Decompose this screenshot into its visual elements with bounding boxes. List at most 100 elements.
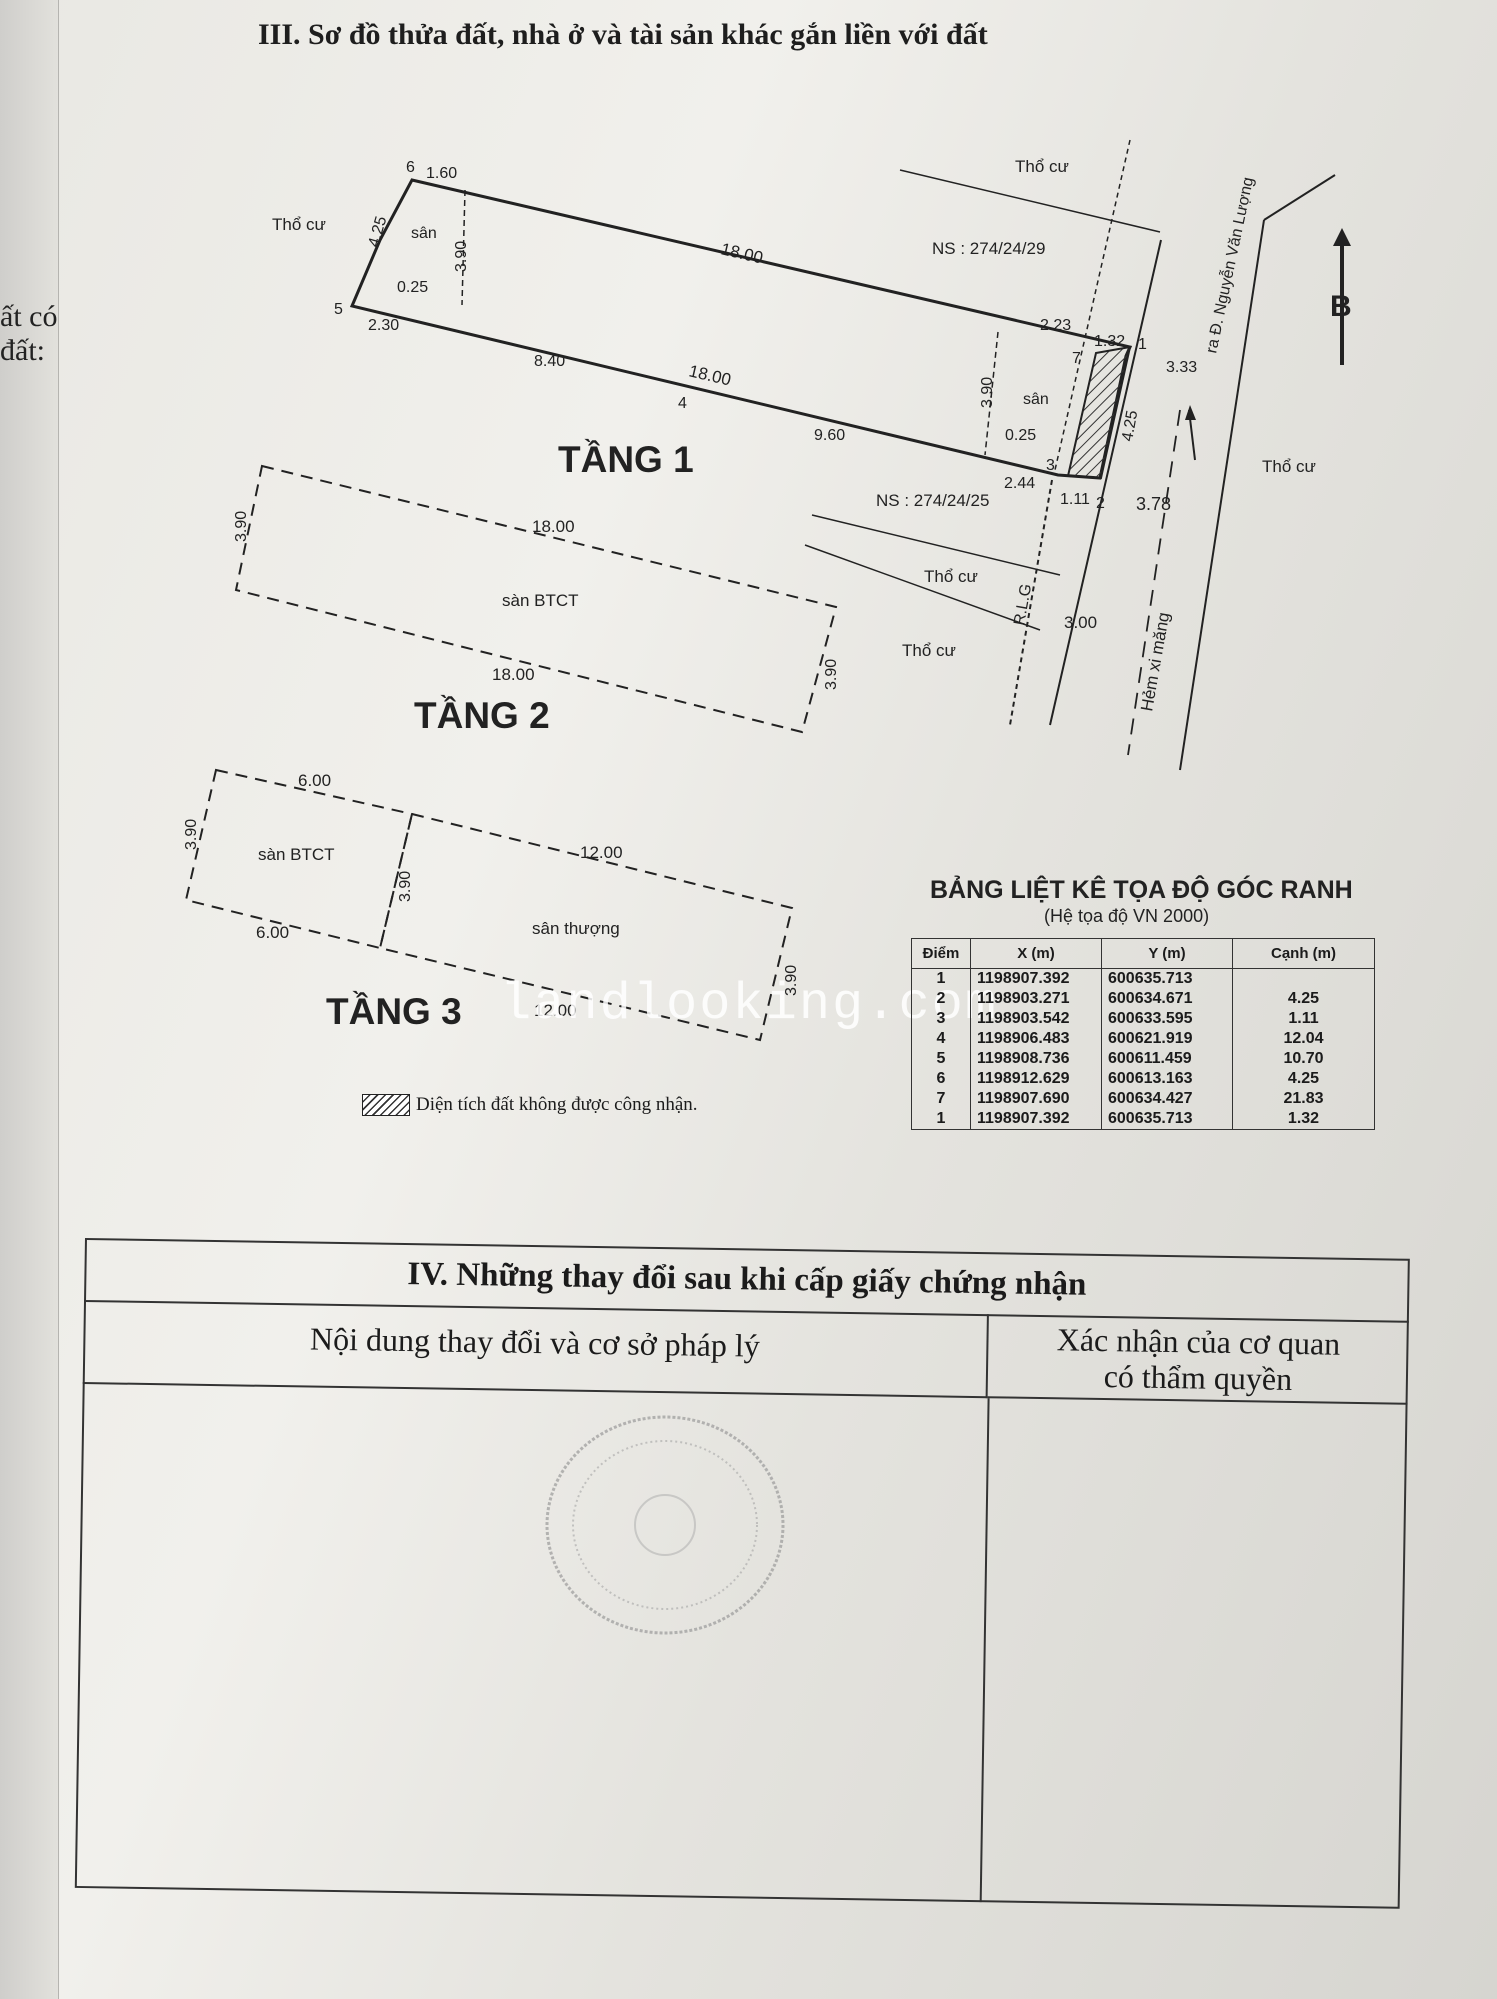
cell-y: 600634.427 xyxy=(1101,1089,1233,1109)
cell-x: 1198907.392 xyxy=(970,1109,1102,1130)
cell-y: 600635.713 xyxy=(1101,968,1233,989)
rlg-label: R.L.G xyxy=(1011,583,1035,627)
section-4-col-content-header: Nội dung thay đổi và cơ sở pháp lý xyxy=(82,1299,989,1399)
cell-point: 1 xyxy=(911,968,971,989)
section-4-changes-table: IV. Những thay đổi sau khi cấp giấy chứn… xyxy=(74,1238,1410,1909)
dim-3-78: 3.78 xyxy=(1136,494,1171,514)
cell-y: 600611.459 xyxy=(1101,1049,1233,1069)
header-y: Y (m) xyxy=(1101,938,1233,969)
cell-x: 1198903.542 xyxy=(970,1009,1102,1029)
cell-point: 1 xyxy=(911,1109,971,1130)
adjacent-page-text-1: ất có xyxy=(0,300,58,333)
adjacent-page-text-2: đất: xyxy=(0,334,45,367)
authority-header-line-2: có thẩm quyền xyxy=(1103,1358,1293,1397)
cell-x: 1198903.271 xyxy=(970,989,1102,1009)
dim-3-90-f2-right: 3.90 xyxy=(823,659,840,690)
floor-3-terrace xyxy=(378,812,794,1042)
dim-2-23: 2.23 xyxy=(1040,317,1071,334)
dim-18-00-f2-top: 18.00 xyxy=(532,517,575,536)
san-btct-label-f2: sàn BTCT xyxy=(502,591,579,610)
floor-1-label: TẦNG 1 xyxy=(558,439,694,480)
tho-cu-label-bottom: Thổ cư xyxy=(902,641,956,660)
cell-x: 1198908.736 xyxy=(970,1049,1102,1069)
dim-4-25-right: 4.25 xyxy=(1119,409,1141,443)
alley-label: Hẻm xi măng xyxy=(1137,611,1173,713)
dim-0-25-right: 0.25 xyxy=(1005,427,1036,444)
point-2-label: 2 xyxy=(1096,495,1105,512)
dim-18-00-f2-bottom: 18.00 xyxy=(492,665,535,684)
coordinate-table-title: BẢNG LIỆT KÊ TỌA ĐỘ GÓC RANH xyxy=(930,876,1353,904)
floor-3-room xyxy=(184,768,414,950)
cell-y: 600621.919 xyxy=(1101,1029,1233,1049)
point-3-label: 3 xyxy=(1046,457,1055,474)
header-edge: Cạnh (m) xyxy=(1232,938,1375,969)
dim-9-60: 9.60 xyxy=(814,427,845,444)
north-label: B xyxy=(1330,290,1352,323)
cell-x: 1198912.629 xyxy=(970,1069,1102,1089)
cell-x: 1198906.483 xyxy=(970,1029,1102,1049)
tho-cu-label-top: Thổ cư xyxy=(1015,157,1069,176)
cell-y: 600634.671 xyxy=(1101,989,1233,1009)
unrecognized-area-hatch xyxy=(1066,345,1132,480)
floor-2-outline xyxy=(234,464,838,734)
dim-3-90-left: 3.90 xyxy=(453,241,470,272)
section-4-col-authority-header: Xác nhận của cơ quan có thẩm quyền xyxy=(987,1314,1409,1405)
official-seal-stamp xyxy=(545,1415,785,1635)
dim-3-33: 3.33 xyxy=(1166,359,1197,376)
dim-1-32: 1.32 xyxy=(1094,333,1125,350)
cell-edge: 4.25 xyxy=(1232,1069,1375,1089)
tho-cu-label-right: Thổ cư xyxy=(1262,457,1316,476)
cell-y: 600635.713 xyxy=(1101,1109,1233,1130)
dim-3-90-right: 3.90 xyxy=(979,377,996,408)
dim-12-00-f3-top: 12.00 xyxy=(580,843,623,862)
point-6-label: 6 xyxy=(406,159,415,176)
dim-2-44: 2.44 xyxy=(1004,475,1035,492)
table-header-row: Điểm X (m) Y (m) Cạnh (m) xyxy=(911,938,1375,969)
san-label-2: sân xyxy=(1023,391,1049,408)
ns-bottom-label: NS : 274/24/25 xyxy=(876,491,989,510)
cell-edge: 1.11 xyxy=(1232,1009,1375,1029)
dim-4-25-left: 4.25 xyxy=(366,214,391,249)
san-thuong-label: sân thượng xyxy=(532,919,620,938)
cell-x: 1198907.392 xyxy=(970,968,1102,989)
cell-edge: 10.70 xyxy=(1232,1049,1375,1069)
dim-3-90-f3-left: 3.90 xyxy=(183,819,200,850)
cell-point: 3 xyxy=(911,1009,971,1029)
cell-edge: 12.04 xyxy=(1232,1029,1375,1049)
dim-3-00: 3.00 xyxy=(1064,613,1097,632)
cell-x: 1198907.690 xyxy=(970,1089,1102,1109)
san-label-1: sân xyxy=(411,225,437,242)
dim-1-60: 1.60 xyxy=(426,165,457,182)
dim-6-00-f3-top: 6.00 xyxy=(298,771,331,790)
dim-3-90-f3-mid: 3.90 xyxy=(397,871,414,902)
floor-2-label: TẦNG 2 xyxy=(414,695,550,736)
dim-8-40: 8.40 xyxy=(534,353,565,370)
cell-y: 600613.163 xyxy=(1101,1069,1233,1089)
cell-edge xyxy=(1232,968,1375,989)
dim-3-90-f2-left: 3.90 xyxy=(233,511,250,542)
legend: Diện tích đất không được công nhận. xyxy=(362,1094,698,1116)
dim-1-11: 1.11 xyxy=(1060,491,1090,508)
dim-6-00-f3-bottom: 6.00 xyxy=(256,923,289,942)
cell-edge: 21.83 xyxy=(1232,1089,1375,1109)
section-3-title: III. Sơ đồ thửa đất, nhà ở và tài sản kh… xyxy=(258,18,988,51)
dim-2-30: 2.30 xyxy=(368,317,399,334)
cell-point: 4 xyxy=(911,1029,971,1049)
point-1-label: 1 xyxy=(1138,336,1147,353)
point-7-label: 7 xyxy=(1072,350,1081,367)
dim-12-00-f3-bottom: 12.00 xyxy=(534,1001,577,1020)
cell-point: 6 xyxy=(911,1069,971,1089)
dim-4: 4 xyxy=(678,395,687,412)
header-x: X (m) xyxy=(970,938,1102,969)
legend-text: Diện tích đất không được công nhận. xyxy=(416,1094,698,1115)
cell-y: 600633.595 xyxy=(1101,1009,1233,1029)
